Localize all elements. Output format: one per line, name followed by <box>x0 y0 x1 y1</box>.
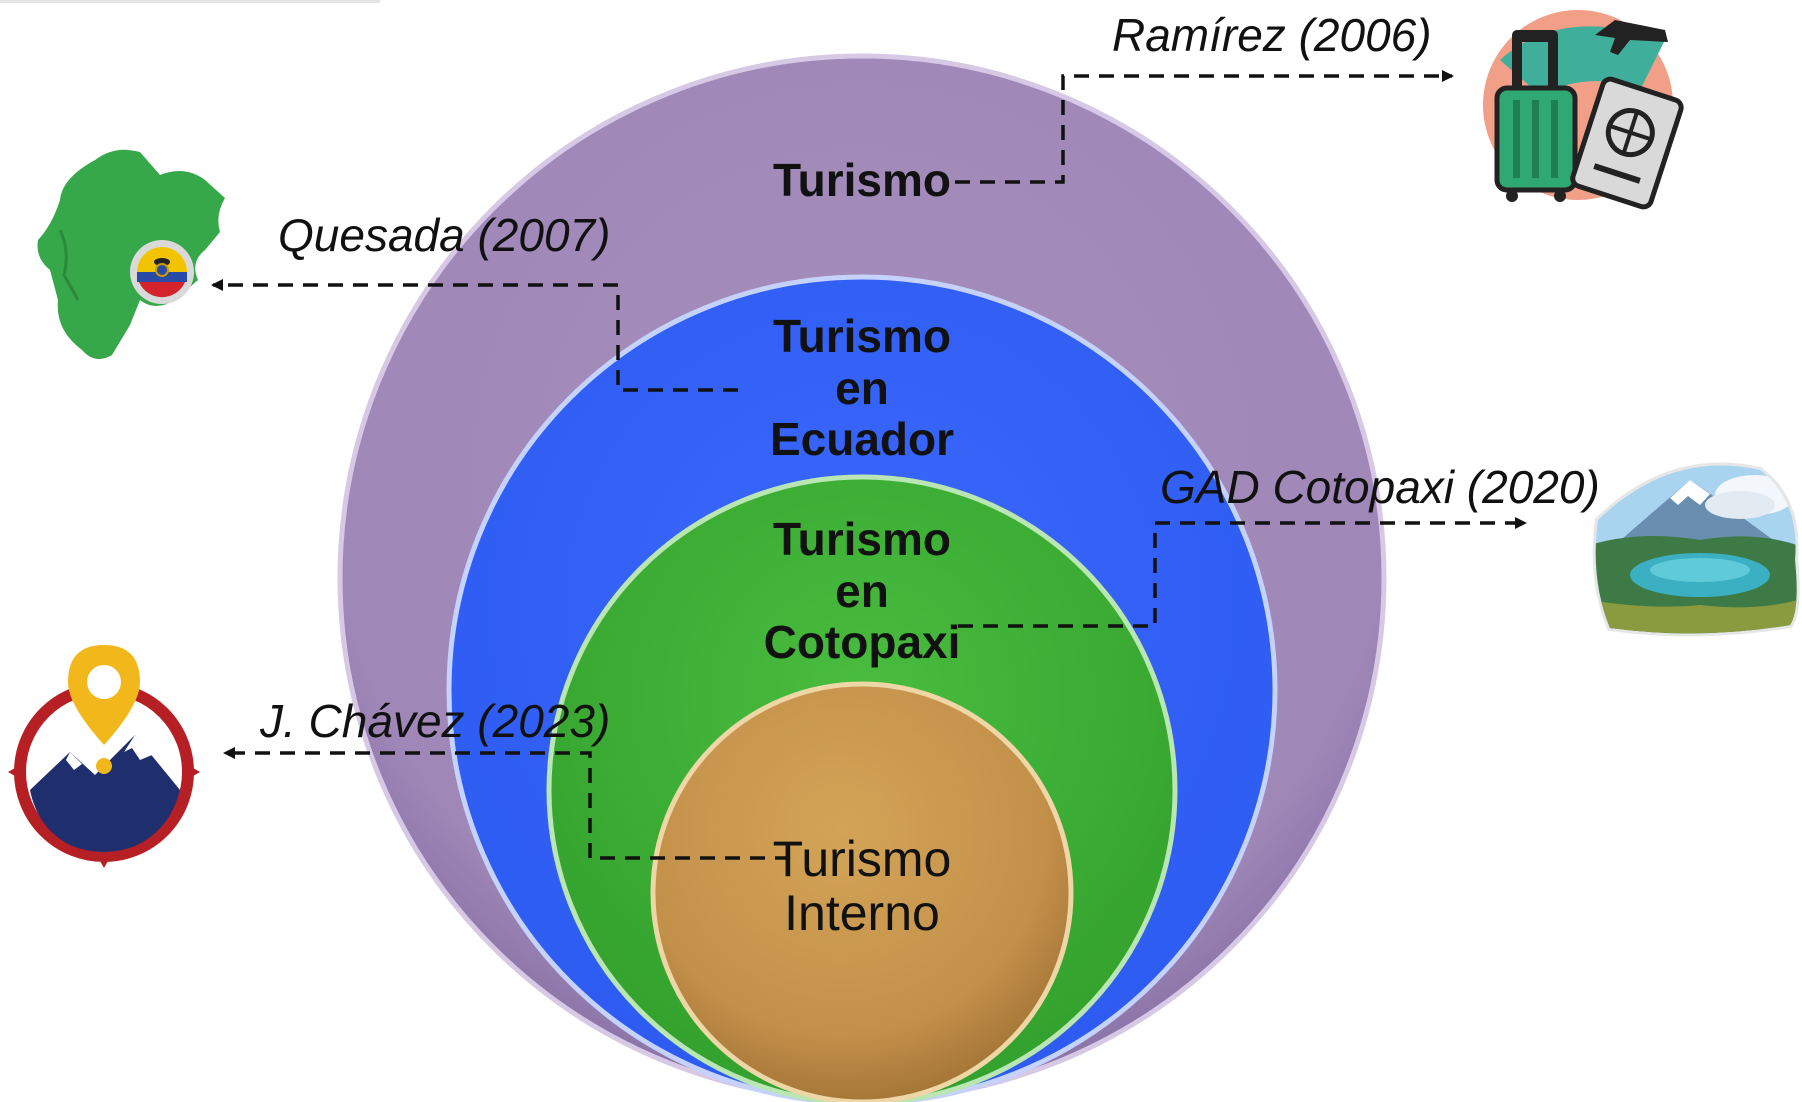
connector-chavez <box>223 747 790 860</box>
ring-label-turismo-cotopaxi: Turismo en Cotopaxi <box>763 513 961 669</box>
connector-ramirez <box>955 70 1454 184</box>
mountain-compass-icon <box>8 645 200 868</box>
citation-quesada: Quesada (2007) <box>278 209 611 261</box>
citation-chavez: J. Chávez (2023) <box>260 695 611 747</box>
ring-label-turismo: Turismo <box>772 154 952 206</box>
volcano-lagoon-icon <box>1592 462 1800 637</box>
travel-icon <box>1483 10 1684 210</box>
citation-gad-cotopaxi: GAD Cotopaxi (2020) <box>1160 461 1600 513</box>
connector-gad <box>958 517 1527 628</box>
ecuador-map-icon <box>37 149 225 359</box>
connector-quesada <box>211 279 738 392</box>
ring-turismo-interno <box>650 681 1074 1102</box>
top-divider <box>0 0 380 3</box>
ring-label-turismo-interno: Turismo Interno <box>772 831 952 941</box>
citation-ramirez: Ramírez (2006) <box>1112 9 1432 61</box>
ring-label-turismo-ecuador: Turismo en Ecuador <box>769 310 955 466</box>
